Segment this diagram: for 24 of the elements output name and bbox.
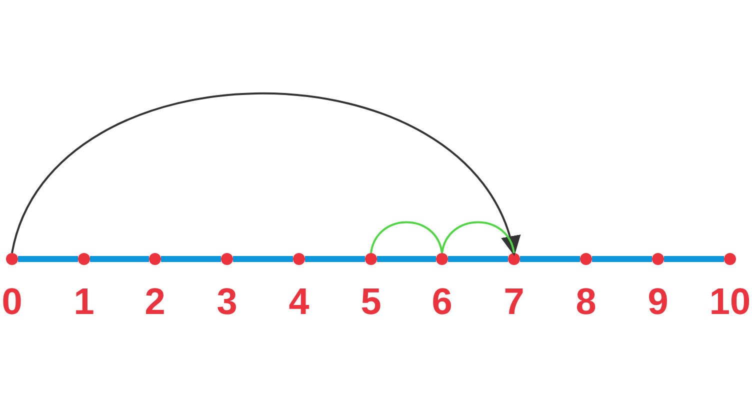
number-line-segment: [233, 256, 293, 262]
number-line-segment: [664, 256, 724, 262]
number-label: 5: [360, 282, 382, 322]
number-line-segment: [305, 256, 365, 262]
number-line-segment: [448, 256, 508, 262]
number-line-segment: [161, 256, 221, 262]
number-line-segment: [520, 256, 580, 262]
number-line-segment: [377, 256, 436, 262]
number-label: 8: [576, 282, 596, 322]
number-line-segment: [90, 256, 149, 262]
arrow-arc: [11, 92, 518, 256]
number-line-segment: [18, 256, 78, 262]
jump-arc: [441, 221, 515, 254]
number-label: 9: [648, 282, 668, 322]
number-label: 0: [2, 282, 22, 322]
number-label: 7: [504, 282, 524, 322]
number-label: 10: [709, 282, 751, 322]
number-label: 1: [74, 282, 94, 322]
number-label: 3: [216, 282, 238, 322]
jump-arc: [370, 221, 443, 254]
number-line-segment: [592, 256, 652, 262]
number-label: 4: [288, 282, 310, 322]
number-label: 2: [144, 282, 166, 322]
number-label: 6: [432, 282, 452, 322]
